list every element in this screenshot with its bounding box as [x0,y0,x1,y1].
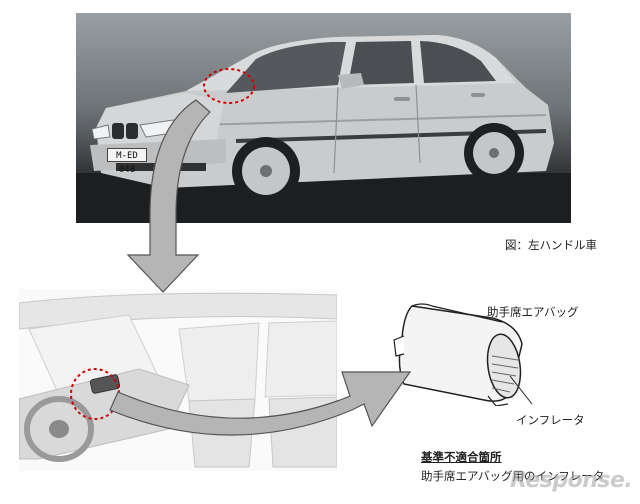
car-photo [76,13,571,223]
license-plate: M-ED 048 [107,148,147,162]
interior-drawing [19,289,337,471]
airbag-label: 助手席エアバッグ [487,304,579,320]
inflator-label: インフレータ [516,412,585,428]
car-caption: 図：左ハンドル車 [505,237,597,253]
watermark-logo: Response. [510,468,632,493]
nonconformity-title: 基準不適合箇所 [421,449,502,465]
